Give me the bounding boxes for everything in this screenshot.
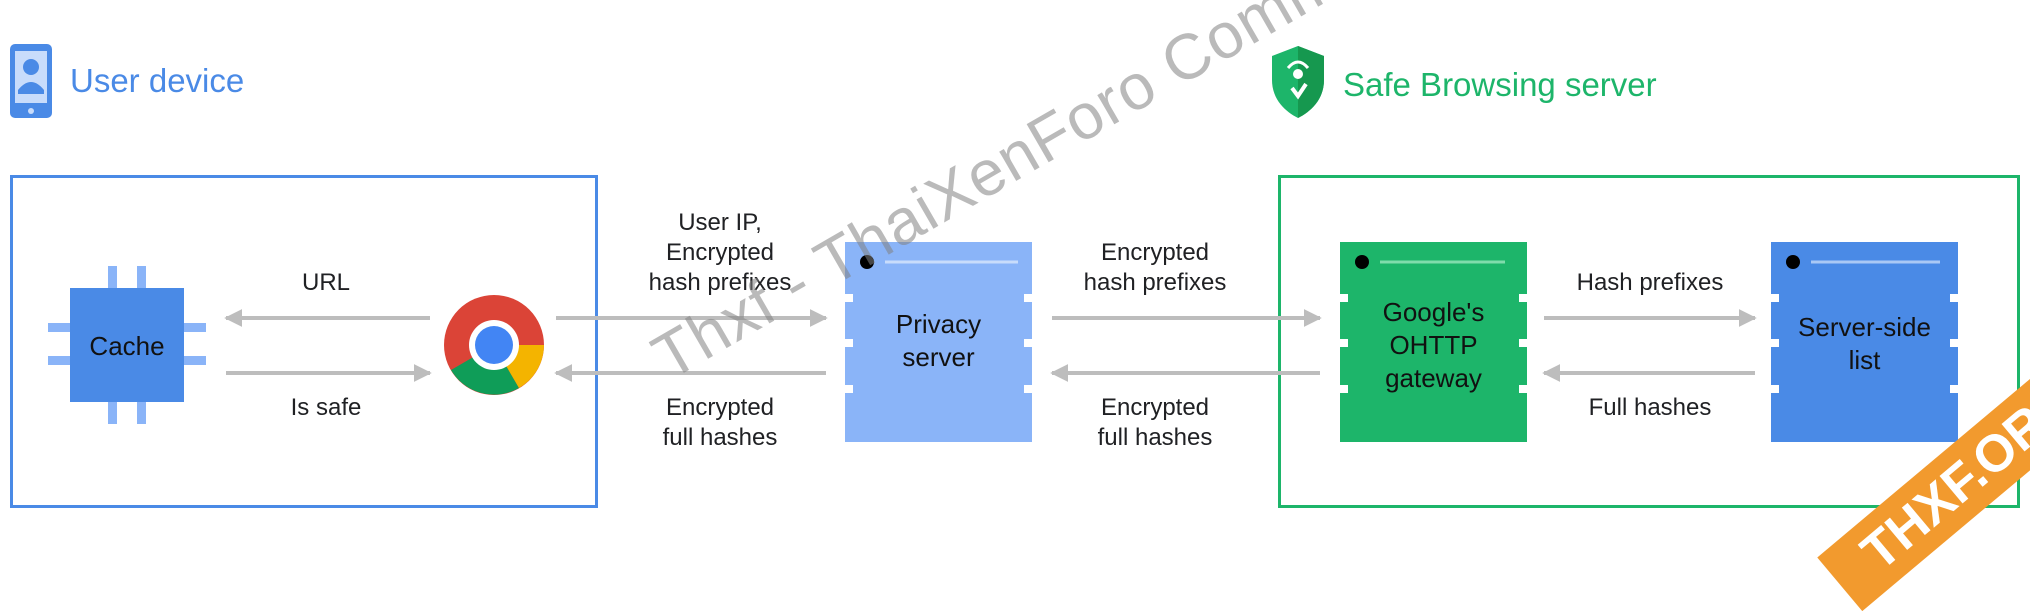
gateway-label: Google's OHTTP gateway — [1340, 296, 1527, 395]
safe-browsing-frame — [1278, 175, 2020, 508]
safe-browsing-server-title: Safe Browsing server — [1343, 66, 1657, 103]
edge-label-enc-full-a: Encrypted full hashes — [620, 393, 820, 453]
edge-label-enc-prefix: Encrypted hash prefixes — [1060, 238, 1250, 298]
edge-label-user-ip-line1: User IP, — [678, 209, 762, 236]
edge-label-enc-full-b-line2: full hashes — [1097, 424, 1213, 451]
edge-label-user-ip-line2: Encrypted — [665, 239, 775, 266]
user-device-icon — [8, 42, 54, 120]
server-side-list-line2: list — [1848, 345, 1881, 375]
user-device-frame — [10, 175, 598, 508]
server-side-list-line1: Server-side — [1798, 312, 1931, 342]
user-device-title: User device — [70, 62, 245, 99]
edge-label-hash-prefixes: Hash prefixes — [1576, 269, 1724, 296]
gateway-line1: Google's — [1382, 297, 1485, 327]
edge-label-is-safe: Is safe — [290, 394, 362, 421]
cache-label: Cache — [89, 331, 165, 361]
edge-label-enc-prefix-line1: Encrypted — [1100, 239, 1210, 266]
ohttp-gateway-box — [1340, 242, 1527, 442]
cache-chip-icon — [48, 266, 206, 424]
edge-label-enc-full-b-line1: Encrypted — [1100, 394, 1210, 421]
safe-browsing-shield-icon — [1270, 44, 1326, 120]
diagram-canvas — [48, 242, 1958, 442]
gateway-line2: OHTTP — [1389, 330, 1478, 360]
edge-label-url: URL — [301, 269, 350, 296]
chrome-icon — [444, 295, 544, 395]
privacy-server-box — [845, 242, 1032, 442]
edge-label-user-ip-line3: hash prefixes — [648, 269, 792, 296]
server-side-list-label: Server-side list — [1771, 311, 1958, 377]
privacy-server-line2: server — [902, 342, 975, 372]
server-side-list-box — [1771, 242, 1958, 442]
edge-label-full-hashes: Full hashes — [1588, 394, 1712, 421]
edge-label-enc-full-a-line2: full hashes — [662, 424, 778, 451]
edge-label-enc-full-b: Encrypted full hashes — [1060, 393, 1250, 453]
privacy-server-line1: Privacy — [895, 309, 982, 339]
edge-label-enc-full-a-line1: Encrypted — [665, 394, 775, 421]
edge-label-enc-prefix-line2: hash prefixes — [1083, 269, 1227, 296]
privacy-server-label: Privacy server — [845, 308, 1032, 374]
edge-label-user-ip: User IP, Encrypted hash prefixes — [620, 208, 820, 298]
gateway-line3: gateway — [1385, 363, 1482, 393]
